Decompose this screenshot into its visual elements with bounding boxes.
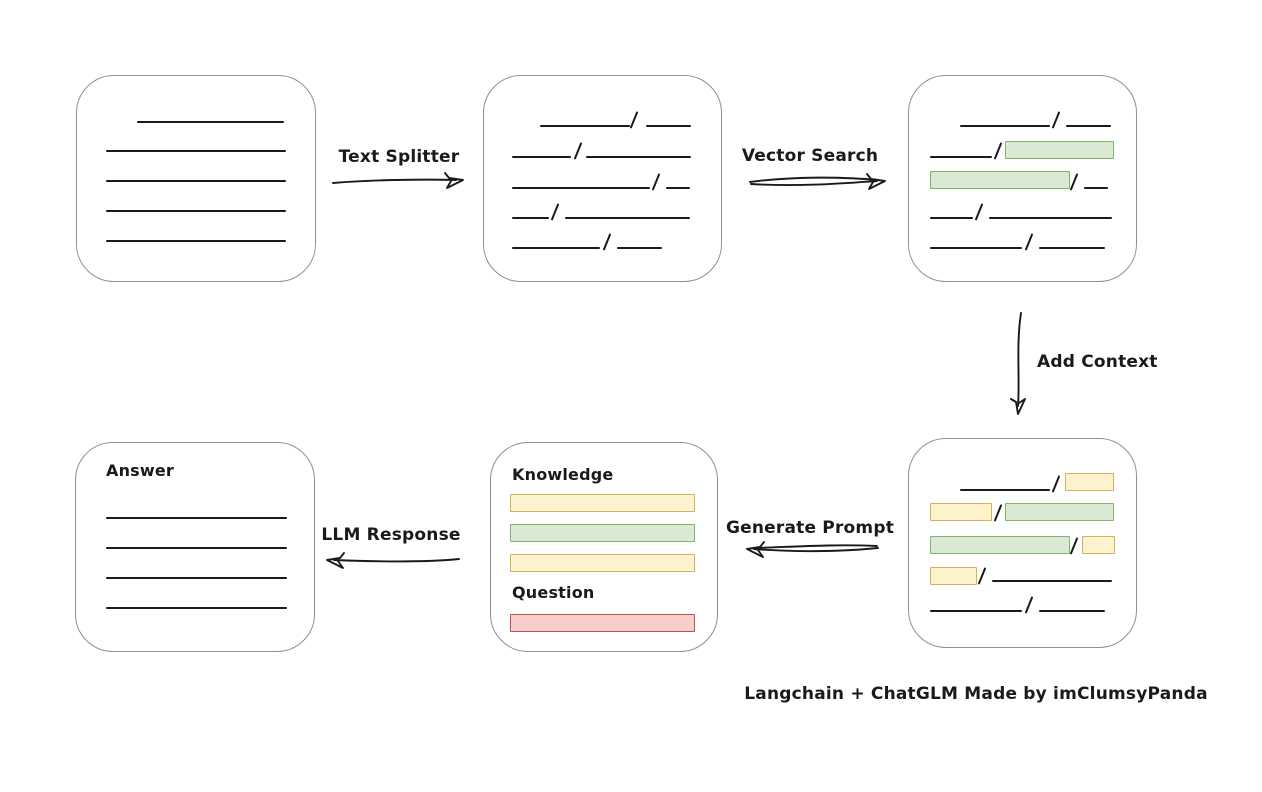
chunk-green [930,171,1070,189]
text-line [617,247,662,249]
add-context-arrow [1010,312,1026,415]
text-line [106,547,287,549]
chunk-yellow [1065,473,1114,491]
text-line [106,180,286,182]
llm-response-label: LLM Response [321,525,461,545]
add-context-label: Add Context [1037,352,1158,372]
text-line [106,577,287,579]
chunk-red [510,614,695,632]
chunk-green [1005,503,1114,521]
text-line [646,125,691,127]
text-line [666,187,690,189]
text-line [512,187,650,189]
text-line [930,217,973,219]
text-line [540,125,630,127]
chunk-green [510,524,695,542]
text-line [565,217,690,219]
text-line [989,217,1112,219]
text-line [512,217,549,219]
knowledge-label: Knowledge [512,465,614,484]
text-line [960,489,1050,491]
text-line [930,247,1022,249]
caption: Langchain + ChatGLM Made by imClumsyPand… [744,684,1208,704]
text-line [106,240,286,242]
vector-search-arrow [749,173,886,190]
text-splitter-label: Text Splitter [338,147,460,167]
chunk-yellow [510,494,695,512]
chunk-green [1005,141,1114,159]
split-chunks-box [483,75,722,282]
generate-prompt-label: Generate Prompt [725,518,895,538]
text-line [106,517,287,519]
text-line [930,156,992,158]
answer-label: Answer [106,461,175,480]
llm-response-arrow [326,552,460,569]
text-line [106,150,286,152]
text-line [960,125,1050,127]
vector-search-label: Vector Search [741,146,879,166]
chunk-yellow [930,503,992,521]
text-line [1066,125,1111,127]
text-line [137,121,284,123]
text-splitter-arrow [332,172,464,189]
chunk-green [930,536,1070,554]
text-line [1039,610,1105,612]
text-line [106,210,286,212]
text-line [992,580,1112,582]
text-line [106,607,287,609]
document-box [76,75,316,282]
text-line [1039,247,1105,249]
chunk-yellow [510,554,695,572]
text-line [512,156,571,158]
text-line [586,156,691,158]
question-label: Question [512,583,595,602]
generate-prompt-arrow [746,541,879,558]
text-line [512,247,600,249]
chunk-yellow [930,567,977,585]
text-line [930,610,1022,612]
chunk-yellow [1082,536,1115,554]
text-line [1084,187,1108,189]
